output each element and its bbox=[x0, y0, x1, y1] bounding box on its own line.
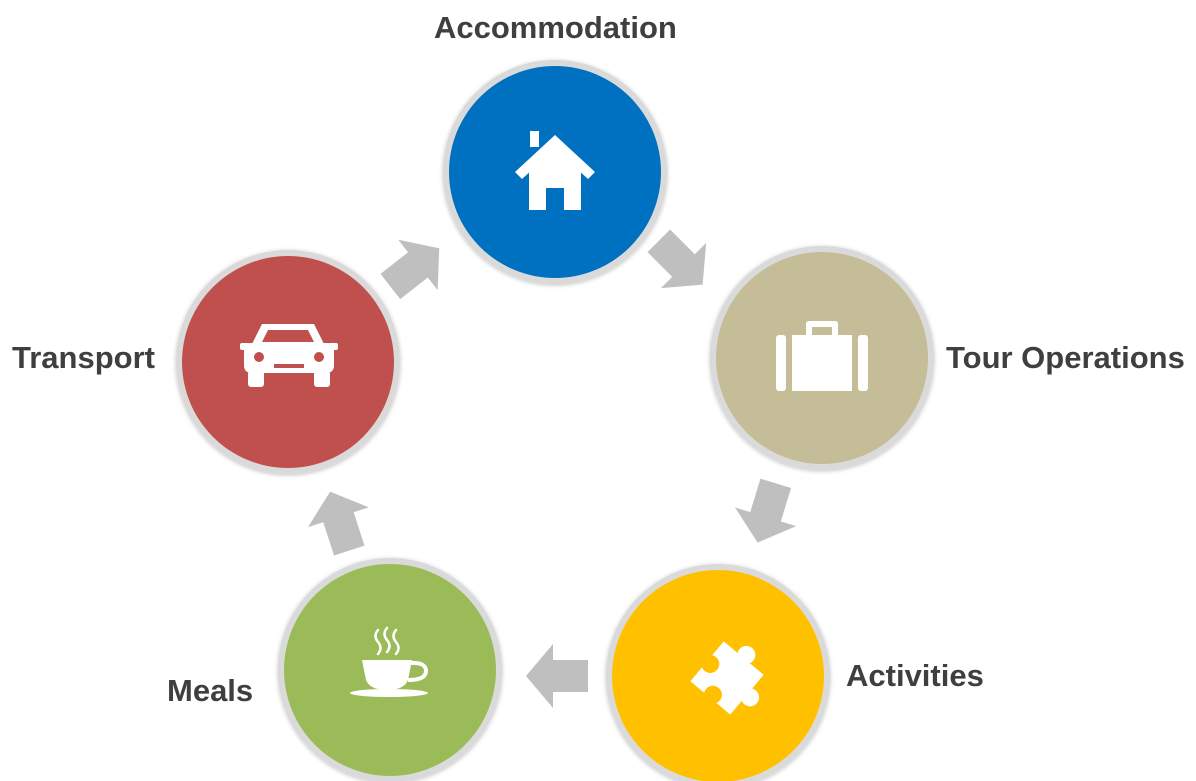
label-transport: Transport bbox=[12, 340, 155, 375]
puzzle-piece-icon bbox=[690, 641, 764, 715]
label-meals: Meals bbox=[167, 673, 254, 708]
arrow-meals-to-transport bbox=[308, 491, 369, 556]
arrow-tour-to-activities bbox=[734, 478, 797, 543]
node-tour-operations bbox=[710, 246, 934, 470]
node-activities bbox=[606, 564, 830, 781]
node-accommodation bbox=[443, 60, 667, 284]
label-accommodation: Accommodation bbox=[434, 10, 677, 45]
car-icon bbox=[240, 324, 338, 387]
label-activities: Activities bbox=[846, 658, 984, 693]
house-icon bbox=[515, 131, 595, 210]
node-transport bbox=[176, 250, 400, 474]
node-meals bbox=[278, 558, 502, 781]
arrow-accommodation-to-tour bbox=[647, 229, 707, 289]
coffee-cup-icon bbox=[350, 626, 429, 697]
arrow-activities-to-meals bbox=[526, 644, 588, 708]
label-tour-operations: Tour Operations bbox=[946, 340, 1185, 375]
arrow-transport-to-accommodation bbox=[380, 239, 440, 300]
suitcase-icon bbox=[776, 321, 868, 391]
